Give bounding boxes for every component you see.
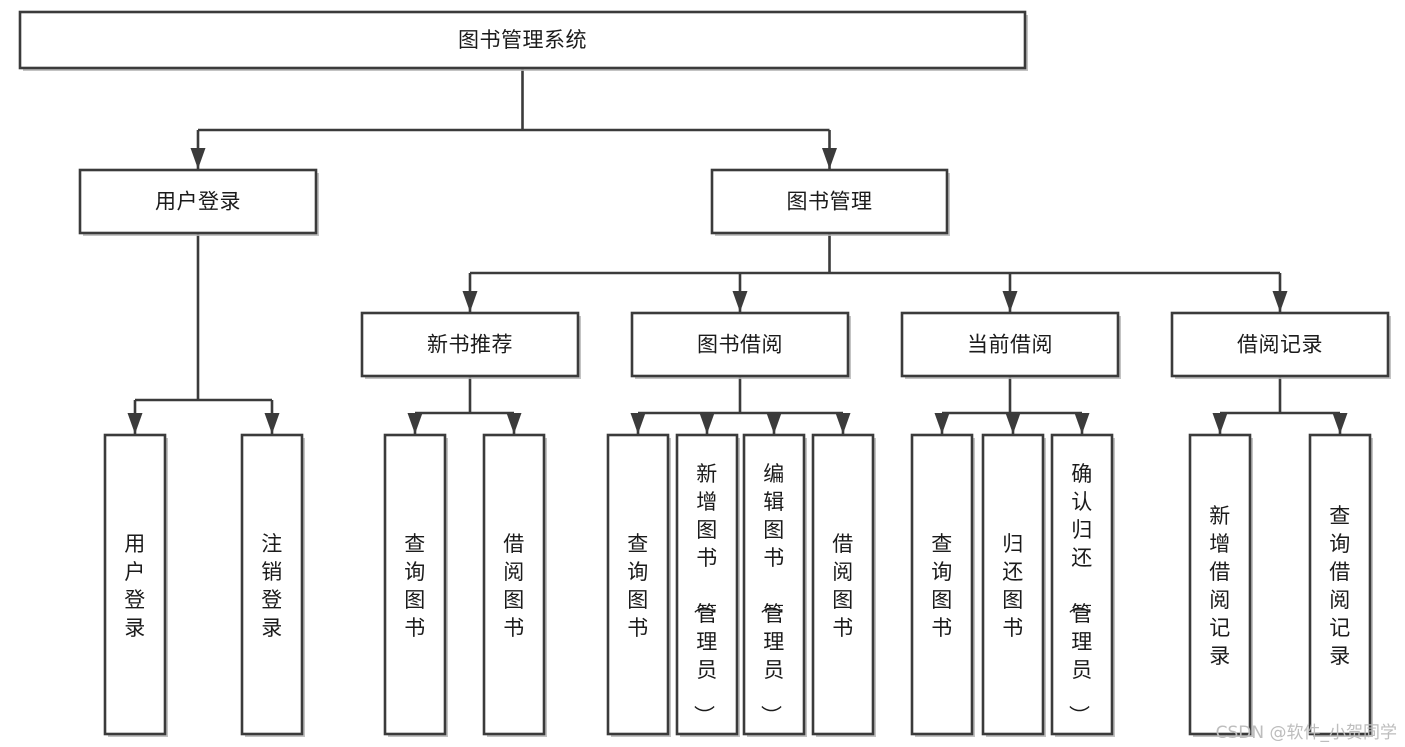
node-leaf-rec-search-box[interactable] — [1308, 433, 1372, 736]
node-leaf-cur-return[interactable]: 归还图书 — [981, 433, 1046, 737]
node-user-login-label: 用户登录 — [155, 190, 241, 214]
bus-book-manage-to-level3 — [462, 233, 1288, 312]
node-leaf-rec-add-box[interactable] — [1188, 433, 1252, 736]
node-leaf-rec-add-label: 新增借阅记录 — [1209, 504, 1231, 668]
node-leaf-rec-add[interactable]: 新增借阅记录 — [1188, 433, 1253, 737]
node-borrow-record[interactable]: 借阅记录 — [1170, 311, 1391, 379]
node-leaf-cur-confirm-label: 确认归还（管理员） — [1066, 462, 1093, 727]
node-root[interactable]: 图书管理系统 — [18, 10, 1028, 71]
node-leaf-cur-return-label: 归还图书 — [1002, 532, 1024, 640]
node-leaf-user-logout-label: 注销登录 — [261, 532, 283, 640]
arrow-head-icon — [1332, 413, 1348, 434]
arrow-head-icon — [264, 413, 280, 434]
node-leaf-cur-query-label: 查询图书 — [931, 532, 953, 640]
node-book-borrow-label: 图书借阅 — [697, 333, 783, 357]
arrow-head-icon — [506, 413, 522, 434]
bus-current-borrow-to-leaves — [934, 376, 1090, 434]
node-leaf-borrow-query-label: 查询图书 — [627, 532, 649, 640]
arrow-head-icon — [1002, 291, 1018, 312]
arrow-head-icon — [732, 291, 748, 312]
arrow-head-icon — [1074, 413, 1090, 434]
bus-book-borrow-to-leaves — [630, 376, 851, 434]
node-leaf-user-logout-box[interactable] — [240, 433, 304, 736]
node-leaf-borrow-query-box[interactable] — [606, 433, 670, 736]
node-leaf-rec-query[interactable]: 查询图书 — [383, 433, 448, 737]
bus-user-login-to-leaves — [127, 233, 280, 434]
node-leaf-cur-confirm-box[interactable] — [1050, 433, 1114, 736]
node-leaf-borrow-add-label: 新增图书（管理员） — [691, 462, 718, 727]
node-leaf-borrow-do-box[interactable] — [811, 433, 875, 736]
node-user-login[interactable]: 用户登录 — [78, 168, 319, 236]
node-current-borrow-box[interactable] — [900, 311, 1120, 378]
node-new-book-rec-box[interactable] — [360, 311, 580, 378]
node-leaf-user-login[interactable]: 用户登录 — [103, 433, 168, 737]
node-leaf-user-login-label: 用户登录 — [124, 532, 146, 640]
node-book-manage[interactable]: 图书管理 — [710, 168, 950, 236]
arrow-head-icon — [462, 291, 478, 312]
node-book-manage-box[interactable] — [710, 168, 949, 235]
arrow-head-icon — [835, 413, 851, 434]
node-new-book-rec[interactable]: 新书推荐 — [360, 311, 581, 379]
node-leaf-rec-borrow-box[interactable] — [482, 433, 546, 736]
arrow-head-icon — [630, 413, 646, 434]
node-leaf-rec-query-label: 查询图书 — [404, 532, 426, 640]
node-leaf-borrow-edit-box[interactable] — [742, 433, 806, 736]
node-root-box[interactable] — [18, 10, 1027, 70]
node-book-borrow-box[interactable] — [630, 311, 850, 378]
arrow-head-icon — [1272, 291, 1288, 312]
bus-new-book-rec-to-leaves — [407, 376, 522, 434]
node-borrow-record-box[interactable] — [1170, 311, 1390, 378]
node-leaf-borrow-add[interactable]: 新增图书（管理员） — [675, 433, 740, 737]
node-leaf-rec-search[interactable]: 查询借阅记录 — [1308, 433, 1373, 737]
arrow-head-icon — [127, 413, 143, 434]
node-leaf-user-login-box[interactable] — [103, 433, 167, 736]
arrow-head-icon — [766, 413, 782, 434]
node-new-book-rec-label: 新书推荐 — [427, 333, 513, 357]
arrow-head-icon — [190, 148, 206, 169]
connectors-layer — [127, 68, 1348, 434]
node-leaf-user-logout[interactable]: 注销登录 — [240, 433, 305, 737]
node-leaf-rec-search-label: 查询借阅记录 — [1329, 504, 1351, 668]
node-leaf-borrow-do-label: 借阅图书 — [832, 532, 854, 640]
arrow-head-icon — [1212, 413, 1228, 434]
nodes-layer: 图书管理系统用户登录图书管理新书推荐图书借阅当前借阅借阅记录用户登录注销登录查询… — [18, 10, 1391, 737]
node-leaf-borrow-do[interactable]: 借阅图书 — [811, 433, 876, 737]
node-book-manage-label: 图书管理 — [787, 190, 873, 214]
arrow-head-icon — [699, 413, 715, 434]
node-current-borrow-label: 当前借阅 — [967, 333, 1053, 357]
node-leaf-cur-confirm[interactable]: 确认归还（管理员） — [1050, 433, 1115, 737]
arrow-head-icon — [1005, 413, 1021, 434]
node-user-login-box[interactable] — [78, 168, 318, 235]
node-leaf-cur-query[interactable]: 查询图书 — [910, 433, 975, 737]
node-leaf-borrow-add-box[interactable] — [675, 433, 739, 736]
node-leaf-rec-query-box[interactable] — [383, 433, 447, 736]
arrow-head-icon — [934, 413, 950, 434]
node-leaf-borrow-query[interactable]: 查询图书 — [606, 433, 671, 737]
node-book-borrow[interactable]: 图书借阅 — [630, 311, 851, 379]
node-leaf-rec-borrow[interactable]: 借阅图书 — [482, 433, 547, 737]
node-root-label: 图书管理系统 — [458, 28, 587, 52]
arrow-head-icon — [407, 413, 423, 434]
node-leaf-cur-return-box[interactable] — [981, 433, 1045, 736]
node-leaf-borrow-edit-label: 编辑图书（管理员） — [758, 462, 785, 727]
node-current-borrow[interactable]: 当前借阅 — [900, 311, 1121, 379]
bus-borrow-record-to-leaves — [1212, 376, 1348, 434]
bus-root-to-level2 — [190, 68, 837, 169]
watermark-text: CSDN @软件_小贺同学 — [1215, 723, 1397, 743]
node-leaf-borrow-edit[interactable]: 编辑图书（管理员） — [742, 433, 807, 737]
node-leaf-cur-query-box[interactable] — [910, 433, 974, 736]
node-leaf-rec-borrow-label: 借阅图书 — [503, 532, 525, 640]
arrow-head-icon — [822, 148, 837, 169]
node-borrow-record-label: 借阅记录 — [1237, 333, 1323, 357]
